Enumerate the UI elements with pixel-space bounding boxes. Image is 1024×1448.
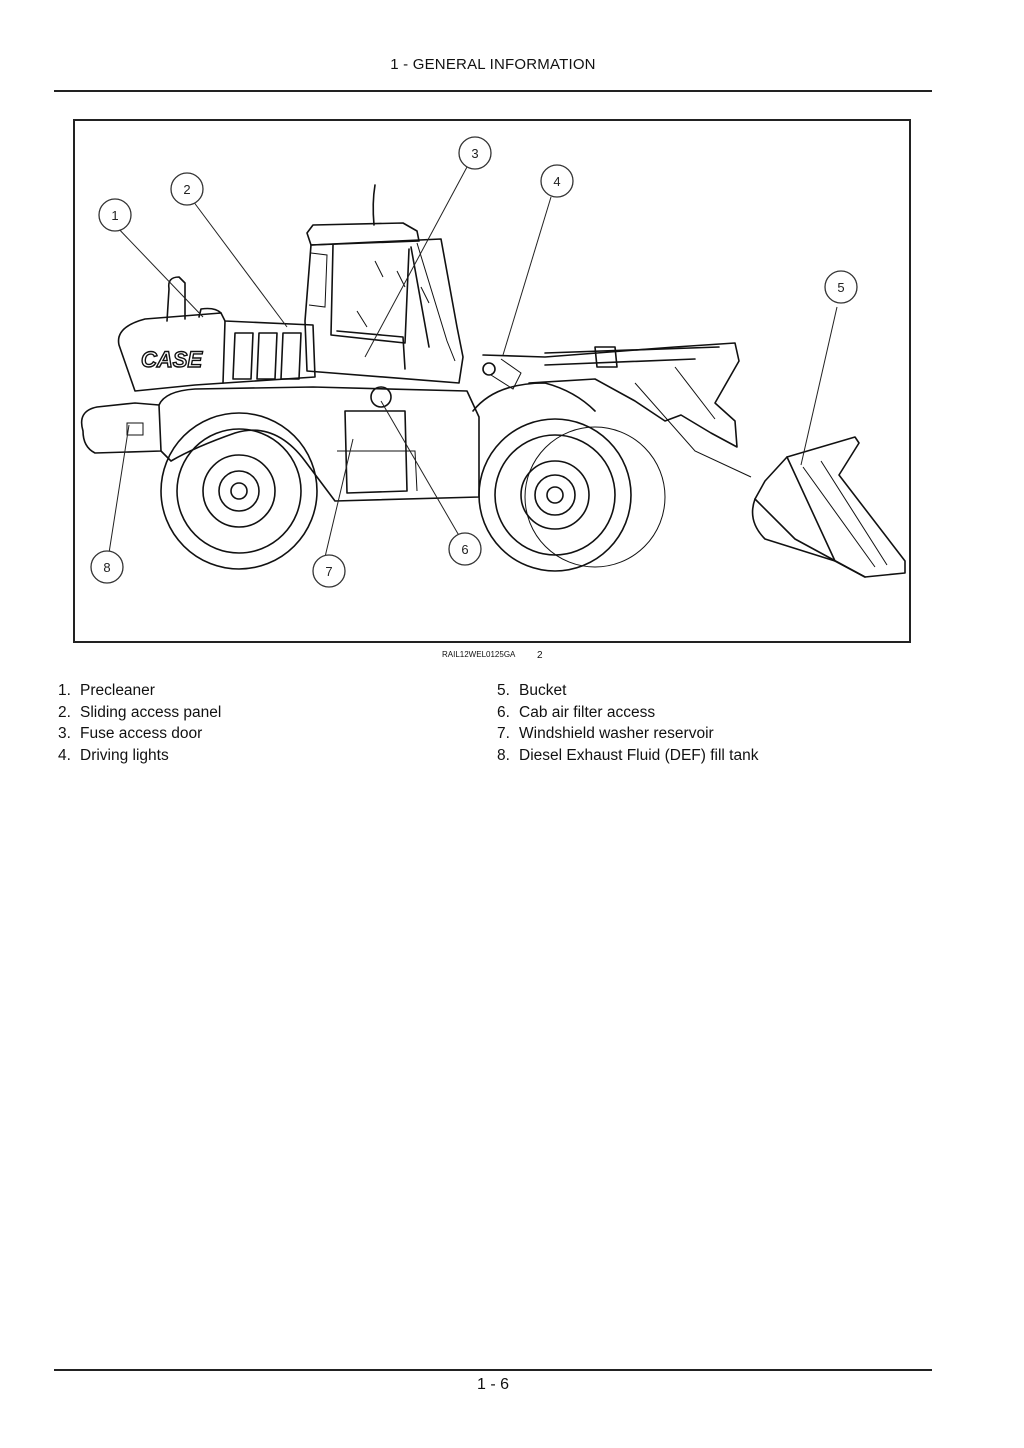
svg-text:8: 8 [103, 560, 110, 575]
svg-text:6: 6 [461, 542, 468, 557]
page-header-title: 1 - GENERAL INFORMATION [390, 56, 596, 73]
legend-item-number: 5. [497, 682, 510, 699]
legend-item: 7. Windshield washer reservoir [497, 723, 758, 745]
legend-item-number: 3. [58, 725, 71, 742]
header-divider [54, 90, 932, 92]
legend-item: 6. Cab air filter access [497, 702, 758, 724]
loader-illustration: CASE [73, 119, 911, 643]
legend-right-column: 5. Bucket 6. Cab air filter access 7. Winds… [497, 680, 758, 766]
legend-item-number: 8. [497, 746, 510, 764]
legend-item-label: Bucket [519, 682, 567, 699]
callout-6: 6 [448, 532, 482, 566]
svg-text:2: 2 [183, 182, 190, 197]
legend-item: 1. Precleaner [58, 680, 221, 702]
svg-text:1: 1 [111, 208, 118, 223]
legend-item-label: Cab air filter access [519, 703, 656, 721]
figure-number: 2 [537, 650, 543, 661]
svg-text:5: 5 [837, 280, 844, 295]
legend-item: 5. Bucket [497, 680, 758, 702]
legend-item: 8. Diesel Exhaust Fluid (DEF) fill tank [497, 745, 758, 767]
callout-3: 3 [458, 136, 492, 170]
callout-5: 5 [824, 270, 858, 304]
svg-text:3: 3 [471, 146, 478, 161]
legend-item-label: Windshield washer reservoir [519, 725, 714, 742]
legend-left-column: 1. Precleaner 2. Sliding access panel 3. Fu… [58, 680, 221, 766]
legend-item: 4. Driving lights [58, 745, 221, 767]
legend-item: 2. Sliding access panel [58, 702, 221, 724]
legend-item-label: Fuse access door [80, 725, 203, 742]
legend-item-number: 1. [58, 682, 71, 699]
legend-item-label: Diesel Exhaust Fluid (DEF) fill tank [519, 746, 759, 764]
legend-item-number: 2. [58, 703, 71, 721]
callout-2: 2 [170, 172, 204, 206]
callout-4: 4 [540, 164, 574, 198]
wheel-loader-drawing: CASE [80, 136, 906, 588]
page-number: 1 - 6 [476, 1376, 509, 1393]
legend-item-label: Sliding access panel [80, 703, 222, 721]
callout-8: 8 [90, 550, 124, 584]
svg-text:4: 4 [553, 174, 560, 189]
figure-reference-code: RAIL12WEL0125GA [442, 650, 516, 659]
legend-item-number: 4. [58, 746, 71, 764]
legend-item-label: Precleaner [80, 682, 155, 699]
legend-item-number: 6. [497, 703, 510, 721]
callout-7: 7 [312, 554, 346, 588]
footer-divider [54, 1369, 932, 1371]
legend-item-number: 7. [497, 725, 510, 742]
case-logo: CASE [141, 347, 203, 372]
callout-1: 1 [98, 198, 132, 232]
legend-item-label: Driving lights [80, 746, 169, 764]
svg-text:7: 7 [325, 564, 332, 579]
legend-item: 3. Fuse access door [58, 723, 221, 745]
